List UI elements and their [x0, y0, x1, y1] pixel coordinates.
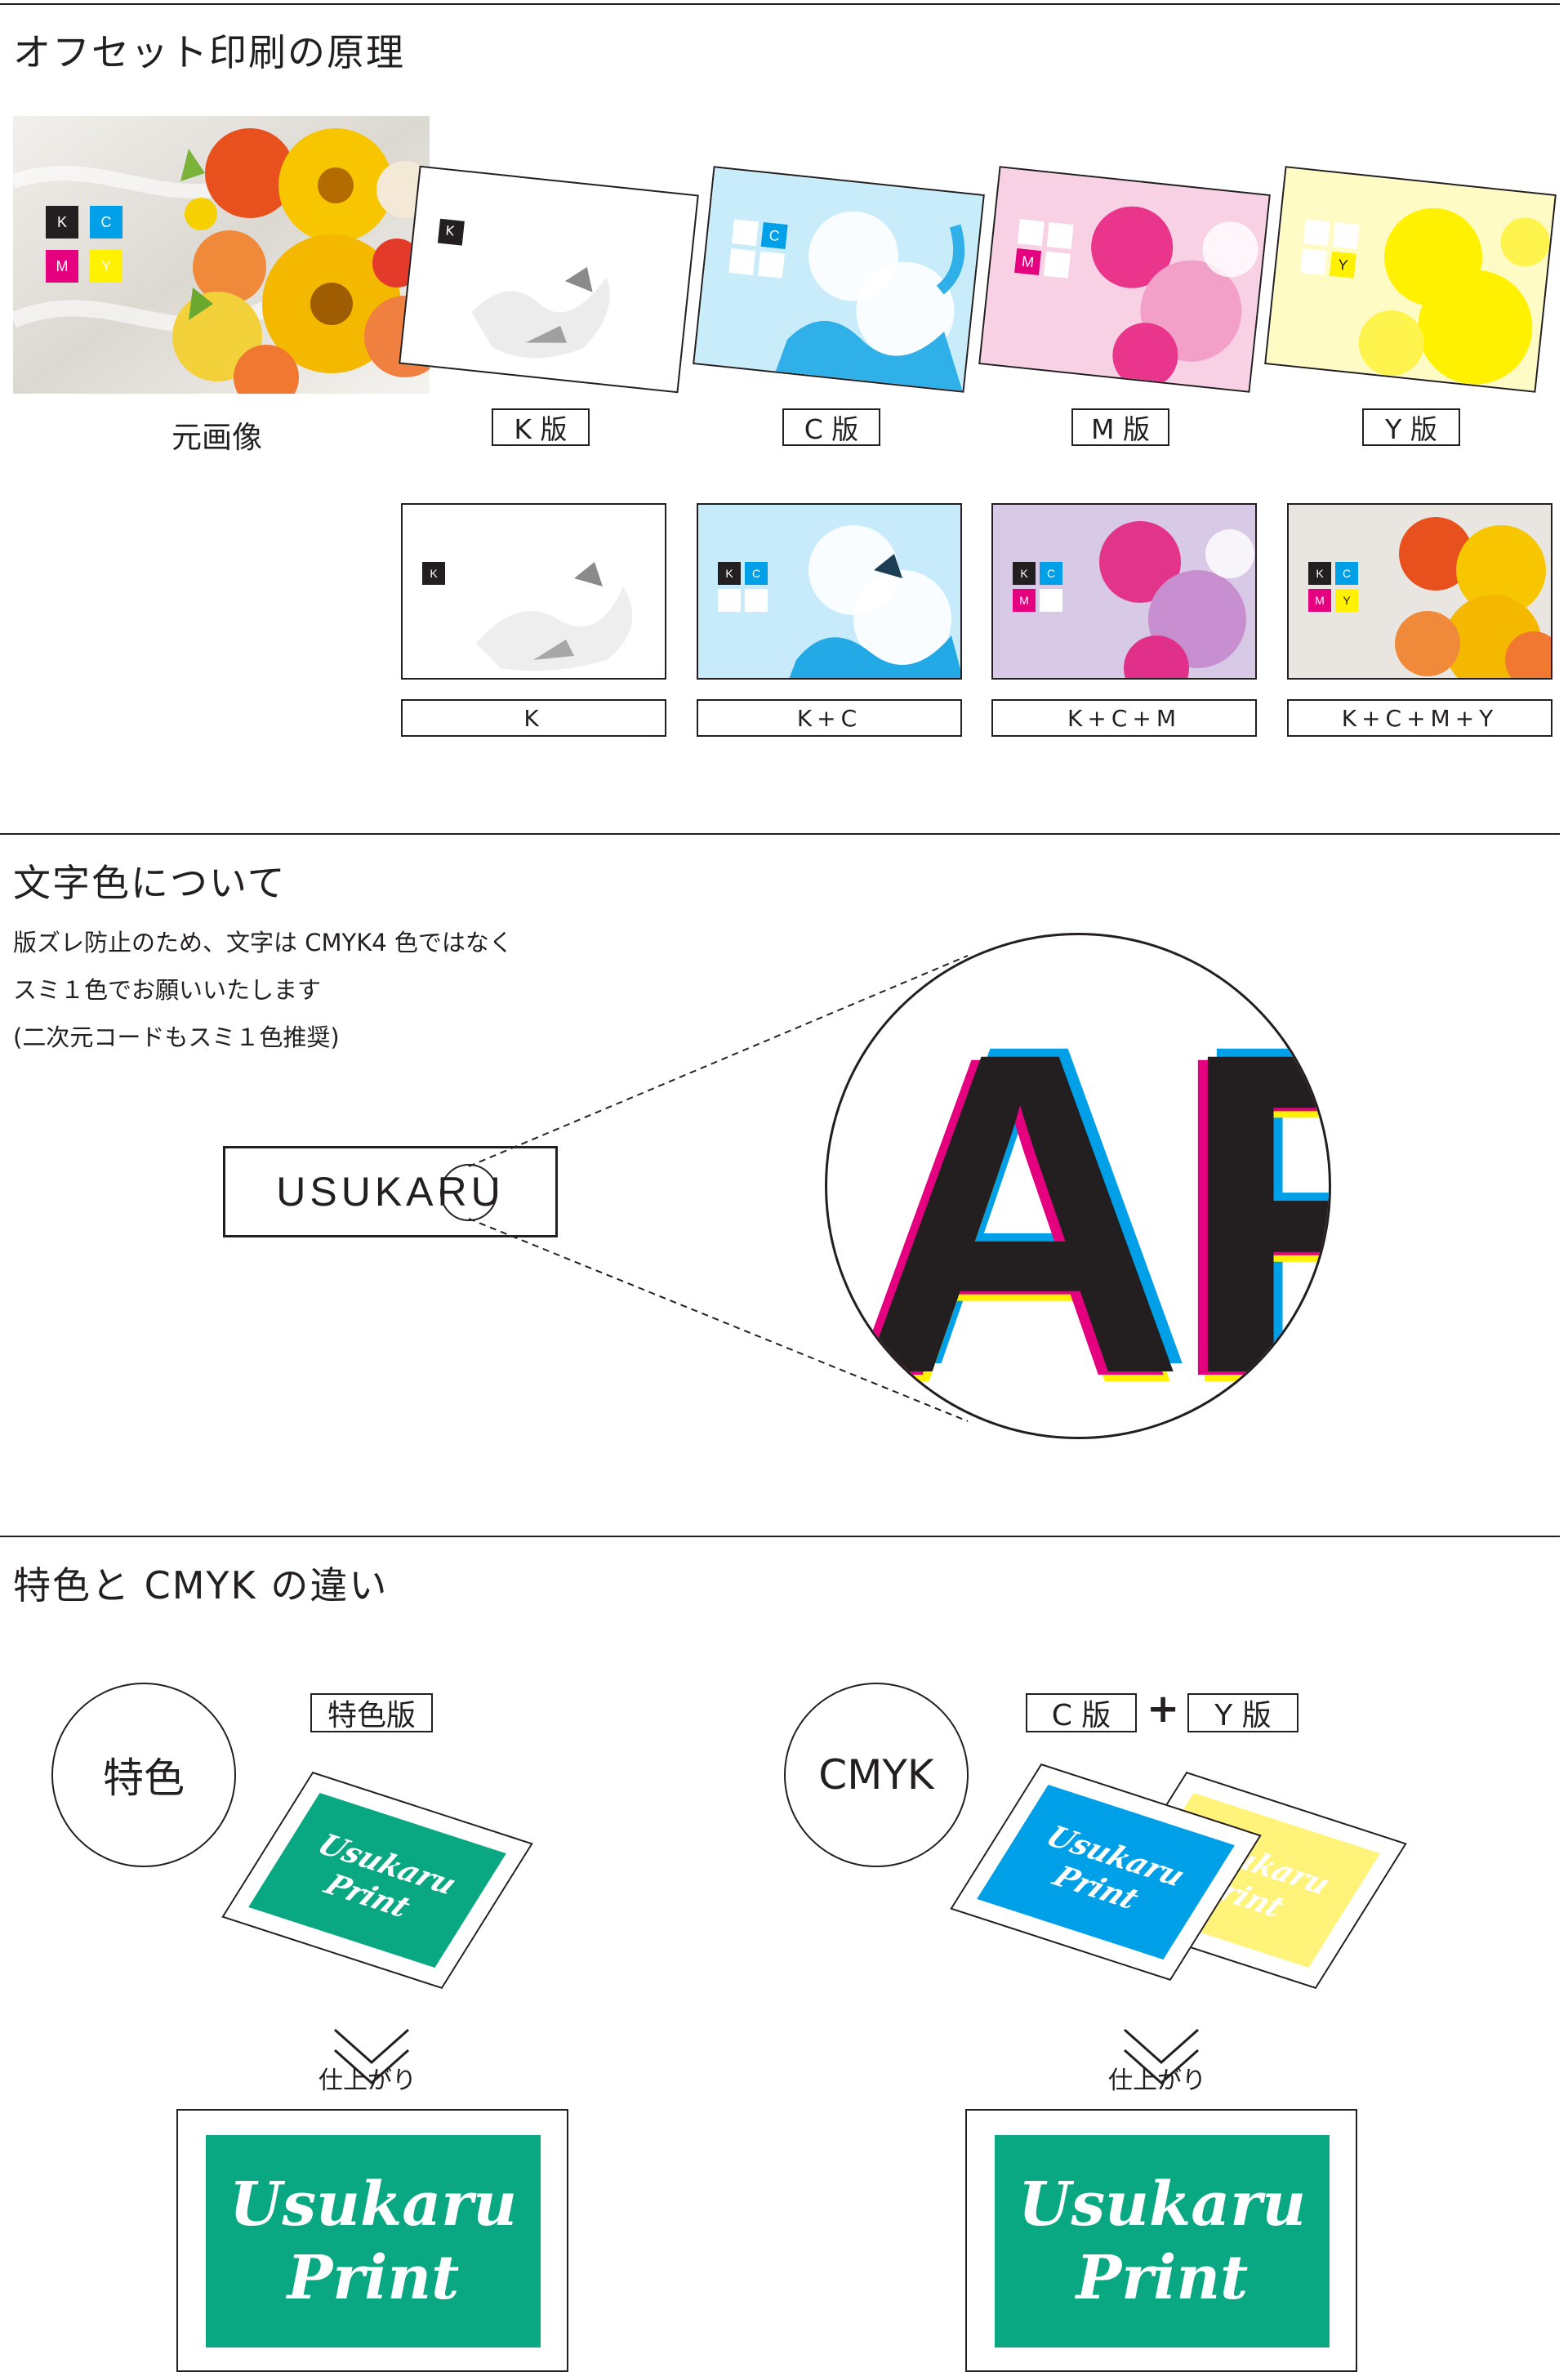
cmyk-circle-label: CMYK: [784, 1683, 969, 1867]
combo-kc-mark-c: C: [745, 562, 768, 585]
cmyk-finish-panel: Usukaru Print: [995, 2135, 1330, 2347]
plate-c-label: C 版: [782, 408, 880, 446]
section-title-spot-vs-cmyk: 特色と CMYK の違い: [13, 1563, 389, 1607]
swatch-c: C: [90, 206, 122, 239]
text-color-line-1: 版ズレ防止のため、文字は CMYK4 色ではなく: [13, 929, 513, 956]
cmyk-chevron-icon: [1124, 2028, 1199, 2085]
combo-kcmy-mark-c: C: [1335, 562, 1358, 585]
spot-chevron-icon: [334, 2028, 409, 2085]
combo-kcmy-label: K+C+M+Y: [1287, 699, 1552, 737]
section-title-text-color: 文字色について: [13, 861, 287, 905]
swatch-m: M: [46, 250, 78, 283]
combo-kcm-mark-c: C: [1040, 562, 1062, 585]
combo-k-label: K: [401, 699, 666, 737]
sample-text-box: USUKARU: [223, 1146, 558, 1237]
combo-k-thumb: K: [401, 503, 666, 680]
plate-m-label: M 版: [1071, 408, 1169, 446]
combo-kcmy-mark-y: Y: [1335, 589, 1358, 612]
plate-k-label: K 版: [492, 408, 590, 446]
cmyk-finish-frame: Usukaru Print: [965, 2109, 1357, 2372]
section-title-offset: オフセット印刷の原理: [13, 30, 405, 74]
zoom-letters-black: AR: [855, 957, 1329, 1439]
swatch-k: K: [46, 206, 78, 239]
combo-k-mark: K: [422, 562, 445, 585]
original-caption: 元画像: [172, 420, 262, 455]
combo-kcm-swatches: K C M: [1013, 562, 1062, 612]
plate-k-sheet: K: [399, 165, 699, 394]
combo-kcmy-thumb: K C M Y: [1287, 503, 1552, 680]
spot-finish-panel: Usukaru Print: [206, 2135, 541, 2347]
combo-kcmy-swatches: K C M Y: [1308, 562, 1358, 612]
spot-plate-label: 特色版: [310, 1693, 433, 1732]
combo-kc-swatches: K C: [718, 562, 768, 612]
plate-y-label: Y 版: [1362, 408, 1460, 446]
cmyk-plate-label-c: C 版: [1026, 1693, 1137, 1732]
combo-kc-label: K+C: [697, 699, 962, 737]
plus-icon: +: [1147, 1686, 1180, 1732]
swatch-blank: [718, 589, 741, 612]
zoom-letters-yellow: AR: [852, 967, 1329, 1439]
combo-k-swatches: K: [422, 562, 445, 585]
spot-circle-label: 特色: [51, 1683, 236, 1867]
text-color-line-3: (二次元コードもスミ１色推奨): [13, 1023, 340, 1051]
sample-text: USUKARU: [276, 1169, 505, 1215]
combo-kcmy-mark-k: K: [1308, 562, 1331, 585]
zoom-circle: AR AR AR AR: [825, 933, 1331, 1439]
swatch-blank: [745, 589, 768, 612]
combo-kc-mark-k: K: [718, 562, 741, 585]
cmyk-finish-line-1: Usukaru: [1018, 2169, 1306, 2240]
combo-kcm-thumb: K C M: [991, 503, 1257, 680]
zoom-letters-cyan: AR: [864, 949, 1329, 1439]
combo-kcm-mark-m: M: [1013, 589, 1036, 612]
plate-y-sheet: Y: [1264, 166, 1557, 393]
original-cmyk-swatches: K C M Y: [46, 206, 122, 283]
spot-finish-line-1: Usukaru: [229, 2169, 517, 2240]
plate-m-sheet: M: [978, 166, 1271, 393]
plate-c-sheet: C: [693, 166, 985, 393]
combo-kcm-label: K+C+M: [991, 699, 1257, 737]
section-divider-3: [0, 1536, 1560, 1537]
spot-finish-frame: Usukaru Print: [176, 2109, 568, 2372]
combo-kcmy-mark-m: M: [1308, 589, 1331, 612]
section-divider-1: [0, 3, 1560, 5]
cmyk-finish-line-2: Print: [1076, 2243, 1249, 2313]
original-image: K C M Y: [13, 116, 430, 394]
spot-finish-caption: 仕上がり: [318, 2067, 416, 2095]
cmyk-plate-label-y: Y 版: [1187, 1693, 1298, 1732]
section-divider-2: [0, 833, 1560, 835]
zoom-letters-magenta: AR: [845, 961, 1329, 1439]
spot-finish-line-2: Print: [287, 2243, 460, 2313]
cmyk-finish-caption: 仕上がり: [1108, 2067, 1206, 2095]
text-color-line-2: スミ１色でお願いいたします: [13, 976, 322, 1004]
swatch-y: Y: [90, 250, 122, 283]
combo-kc-thumb: K C: [697, 503, 962, 680]
combo-kcm-mark-k: K: [1013, 562, 1036, 585]
swatch-blank: [1040, 589, 1062, 612]
